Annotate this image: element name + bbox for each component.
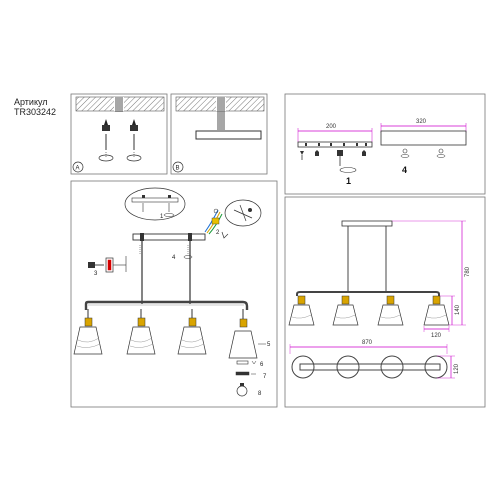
dim-height: 780 bbox=[465, 266, 471, 277]
label-8: 8 bbox=[258, 391, 262, 397]
article-label: Артикул bbox=[14, 97, 48, 107]
dowel-icon bbox=[98, 119, 114, 162]
dowel-icon bbox=[126, 119, 142, 162]
assembly-panel: 1 2 4 3 bbox=[70, 180, 278, 408]
label-2: 2 bbox=[216, 230, 220, 236]
dim-shade-width: 120 bbox=[431, 333, 442, 339]
part-number-1: 1 bbox=[346, 176, 351, 186]
lamp-shade bbox=[177, 309, 207, 355]
lamp-frame bbox=[84, 300, 249, 310]
dowel-icon bbox=[337, 150, 343, 156]
lamp-shade bbox=[377, 295, 404, 326]
article-code: TR303242 bbox=[14, 107, 57, 117]
detail-bubble bbox=[124, 187, 186, 221]
label-5: 5 bbox=[267, 342, 271, 348]
panel-b: B bbox=[170, 93, 268, 175]
dim-plate-width: 320 bbox=[416, 119, 427, 125]
canopy-bar bbox=[341, 220, 393, 227]
dimensions-panel: 780 140 120 870 120 bbox=[284, 196, 486, 408]
shade-top-view bbox=[380, 355, 404, 379]
label-6: 6 bbox=[260, 362, 264, 368]
label-3: 3 bbox=[94, 271, 98, 277]
lamp-shade bbox=[332, 295, 359, 326]
badge-a: A bbox=[76, 166, 80, 172]
nut-icon bbox=[362, 150, 366, 156]
shade-top-view bbox=[336, 355, 360, 379]
label-4: 4 bbox=[172, 255, 176, 261]
shade-top-view bbox=[424, 355, 448, 379]
lamp-shade bbox=[126, 309, 156, 355]
panel-a: A bbox=[70, 93, 168, 175]
nut-icon bbox=[315, 150, 319, 156]
badge-b: B bbox=[176, 166, 180, 172]
lamp-shade bbox=[288, 295, 315, 326]
mounting-bar-part bbox=[297, 141, 373, 148]
bulb-icon bbox=[236, 385, 248, 397]
dim-depth: 120 bbox=[454, 363, 460, 374]
parts-panel: 200 1 320 4 bbox=[284, 93, 486, 195]
label-1: 1 bbox=[160, 214, 164, 220]
badge-b-circle bbox=[172, 161, 184, 173]
lamp-shade bbox=[73, 309, 103, 355]
dim-bar-width: 200 bbox=[326, 124, 337, 130]
lamp-frame bbox=[296, 291, 440, 296]
shade-top-view bbox=[291, 355, 315, 379]
badge-a-circle bbox=[72, 161, 84, 173]
dim-shade-height: 140 bbox=[455, 304, 461, 315]
exploded-lamp: 5 6 7 8 bbox=[228, 309, 271, 397]
ceiling-plate-part bbox=[380, 130, 467, 146]
lamp-shade bbox=[423, 295, 450, 326]
part-number-4: 4 bbox=[402, 165, 407, 175]
dim-length: 870 bbox=[362, 340, 373, 346]
mounting-bar bbox=[195, 130, 262, 140]
label-7: 7 bbox=[263, 374, 267, 380]
screw-icon bbox=[300, 151, 304, 155]
canopy-bar bbox=[132, 233, 206, 241]
frame-top-view bbox=[299, 363, 441, 371]
